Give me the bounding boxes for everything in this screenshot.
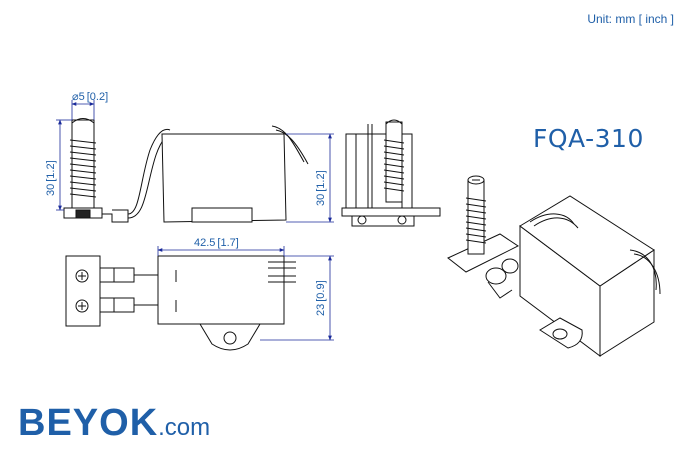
top-view — [65, 255, 296, 351]
body-side-view — [161, 125, 309, 223]
isometric-view — [447, 175, 661, 357]
brand-domain: .com — [158, 414, 211, 441]
rod-height-label: 30[1.2] — [45, 160, 57, 196]
body-height-label: 30[1.2] — [315, 170, 327, 206]
body-width-label: 42.5[1.7] — [194, 237, 239, 249]
rod-side-view — [63, 118, 173, 223]
dimension-lines — [56, 100, 334, 341]
model-name: FQA-310 — [533, 124, 644, 153]
brand-logo: BEYOK.com — [18, 402, 210, 445]
diameter-label: ⌀5[0.2] — [72, 91, 108, 103]
brand-name: BEYOK — [18, 402, 159, 444]
end-view — [341, 119, 441, 227]
unit-label: Unit: mm [ inch ] — [587, 12, 674, 26]
body-depth-label: 23[0.9] — [315, 280, 327, 316]
